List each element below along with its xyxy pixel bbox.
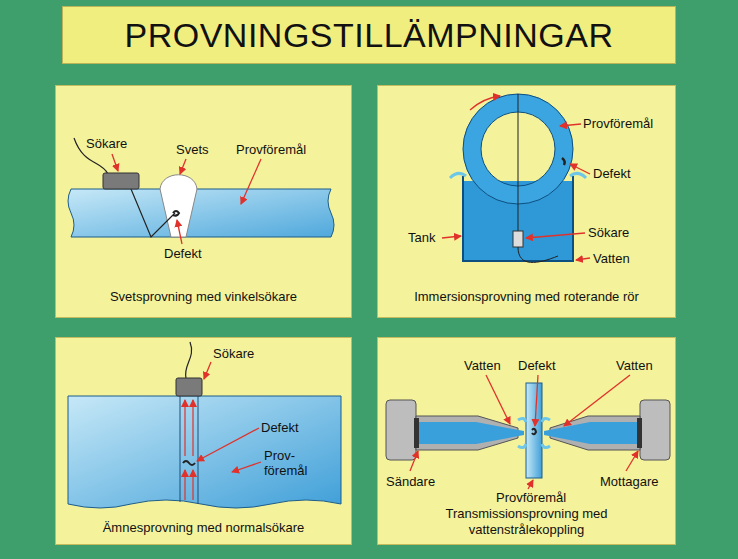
part-label: Sökare <box>86 136 127 151</box>
weld-illustration <box>56 86 353 319</box>
title-band: PROVNINGSTILLÄMPNINGAR <box>62 6 676 64</box>
part-label: Vatten <box>616 358 653 373</box>
part-label: Sökare <box>213 346 254 361</box>
part-label: Defekt <box>261 420 299 435</box>
part-label: Mottagare <box>600 474 659 489</box>
application-panel: Transmissionsprovning med vattenstråleko… <box>377 337 676 545</box>
part-label: Vatten <box>464 358 501 373</box>
panel-caption: Ämnesprovning med normalsökare <box>103 520 305 536</box>
title-text: PROVNINGSTILLÄMPNINGAR <box>125 16 614 55</box>
part-label: Sökare <box>588 225 629 240</box>
application-panel: Svetsprovning med vinkelsökare Sökare Svet… <box>55 85 352 318</box>
part-label: Sändare <box>386 474 435 489</box>
panel-caption: Immersionsprovning med roterande rör <box>414 289 639 305</box>
block-illustration <box>56 338 353 546</box>
part-label: Tank <box>408 230 435 245</box>
part-label: Vatten <box>593 251 630 266</box>
part-label: Defekt <box>518 358 556 373</box>
part-label: Svets <box>176 142 209 157</box>
part-label: Prov- föremål <box>264 448 320 478</box>
panel-caption: Transmissionsprovning med vattenstråleko… <box>427 506 627 538</box>
panel-caption: Svetsprovning med vinkelsökare <box>110 289 297 305</box>
part-label: Defekt <box>164 246 202 261</box>
application-panel: Ämnesprovning med normalsökare SökareDefe… <box>55 337 352 545</box>
application-panel: Immersionsprovning med roterande rör Prov… <box>377 85 676 318</box>
part-label: Provföremål <box>583 116 653 131</box>
part-label: Defekt <box>593 166 631 181</box>
part-label: Provföremål <box>496 490 566 505</box>
part-label: Provföremål <box>236 142 306 157</box>
